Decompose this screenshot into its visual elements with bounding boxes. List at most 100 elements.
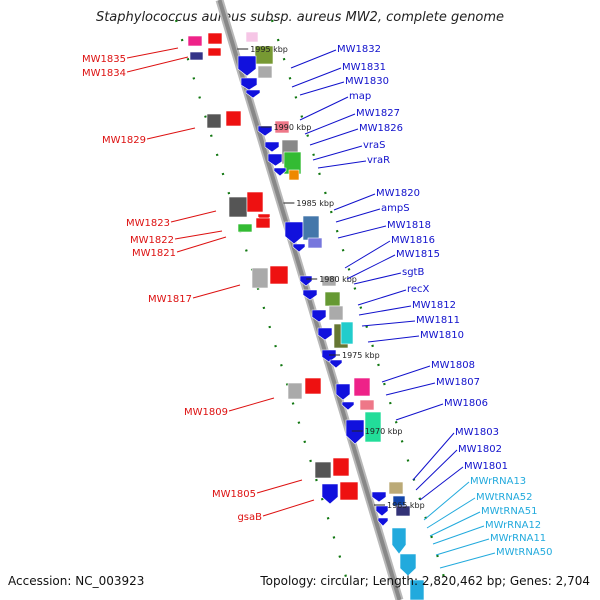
rna-label: MWrRNA13 <box>470 476 526 487</box>
gene-label: MW1834 <box>82 68 126 79</box>
gene-block <box>187 35 203 47</box>
label-leader <box>290 49 337 69</box>
gene-label: MW1803 <box>455 427 499 438</box>
gene-block <box>311 309 327 323</box>
gene-block <box>409 579 425 600</box>
gene-block <box>388 481 404 495</box>
rna-label: MWtRNA51 <box>481 506 537 517</box>
gene-block <box>206 113 222 129</box>
gene-label: gsaB <box>237 512 262 523</box>
gene-label: MW1807 <box>436 377 480 388</box>
accession-text: Accession: NC_003923 <box>8 574 145 588</box>
label-leader <box>146 127 196 140</box>
gene-block <box>324 291 341 307</box>
gene-block <box>364 411 382 443</box>
gene-block <box>341 401 355 411</box>
gene-block <box>375 505 389 517</box>
label-leader <box>312 145 363 161</box>
gene-block <box>273 167 287 177</box>
gene-block <box>335 383 351 401</box>
label-leader <box>262 499 315 517</box>
label-leader <box>228 397 275 412</box>
gene-block <box>328 305 344 321</box>
label-leader <box>335 208 381 223</box>
gene-label: MW1811 <box>416 315 460 326</box>
gene-label: MW1822 <box>130 235 174 246</box>
gene-block <box>240 77 258 91</box>
gene-block <box>321 349 337 363</box>
scale-label: 1975 kbp <box>342 351 380 360</box>
rna-label: MWtRNA52 <box>476 492 532 503</box>
left-track-dots <box>174 19 352 591</box>
gene-block <box>377 517 389 527</box>
rna-label: MWrRNA11 <box>490 533 546 544</box>
label-leader <box>309 128 359 146</box>
gene-block <box>399 553 417 577</box>
gene-label: MW1827 <box>356 108 400 119</box>
gene-block <box>314 461 332 479</box>
gene-block <box>292 243 306 253</box>
gene-label: MW1826 <box>359 123 403 134</box>
gene-label: MW1802 <box>458 444 502 455</box>
gene-label: vraS <box>363 140 386 151</box>
label-leader <box>170 210 217 223</box>
gene-label: vraR <box>367 155 390 166</box>
label-leader <box>419 466 464 501</box>
gene-block <box>257 125 273 137</box>
label-leader <box>439 552 496 569</box>
label-leader <box>423 481 470 521</box>
gene-label: MW1801 <box>464 461 508 472</box>
gene-block <box>255 217 271 229</box>
gene-block <box>339 481 359 501</box>
label-leader <box>192 284 241 299</box>
gene-block <box>284 221 304 245</box>
gene-block <box>321 483 339 505</box>
gene-label: MW1817 <box>148 294 192 305</box>
gene-label: MW1812 <box>412 300 456 311</box>
label-leader <box>426 497 476 529</box>
rna-label: MWrRNA12 <box>485 520 541 531</box>
gene-label: MW1832 <box>337 44 381 55</box>
label-leader <box>395 403 444 421</box>
gene-label: MW1829 <box>102 135 146 146</box>
gene-block <box>307 237 323 249</box>
gene-label: MW1805 <box>212 489 256 500</box>
gene-block <box>395 505 411 517</box>
label-leader <box>291 67 342 88</box>
gene-block <box>304 377 322 395</box>
gene-label: MW1818 <box>387 220 431 231</box>
scale-label: 1990 kbp <box>274 123 312 132</box>
gene-label: recX <box>407 284 430 295</box>
gene-block <box>225 110 242 127</box>
gene-label: MW1830 <box>345 76 389 87</box>
gene-block <box>267 153 284 167</box>
gene-label: MW1821 <box>132 248 176 259</box>
gene-block <box>251 267 269 289</box>
gene-block <box>329 359 343 369</box>
label-leader <box>357 289 407 306</box>
gene-label: MW1831 <box>342 62 386 73</box>
label-leader <box>299 96 349 121</box>
gene-block <box>254 45 274 65</box>
gene-label: MW1810 <box>420 330 464 341</box>
gene-block <box>207 47 222 57</box>
gene-block <box>207 32 223 45</box>
gene-block <box>237 55 257 77</box>
label-leader <box>381 365 431 383</box>
gene-block <box>359 399 375 411</box>
gene-block <box>269 265 289 285</box>
gene-label: map <box>349 91 371 102</box>
gene-label: MW1823 <box>126 218 170 229</box>
gene-label: MW1809 <box>184 407 228 418</box>
scale-label: 1970 kbp <box>365 427 403 436</box>
gene-block <box>264 141 280 153</box>
scale-label: 1995 kbp <box>250 45 288 54</box>
gene-label: MW1806 <box>444 398 488 409</box>
gene-block <box>353 377 371 397</box>
gene-block <box>288 169 300 181</box>
label-leader <box>344 240 391 269</box>
gene-label: MW1815 <box>396 249 440 260</box>
gene-label: sgtB <box>402 267 424 278</box>
